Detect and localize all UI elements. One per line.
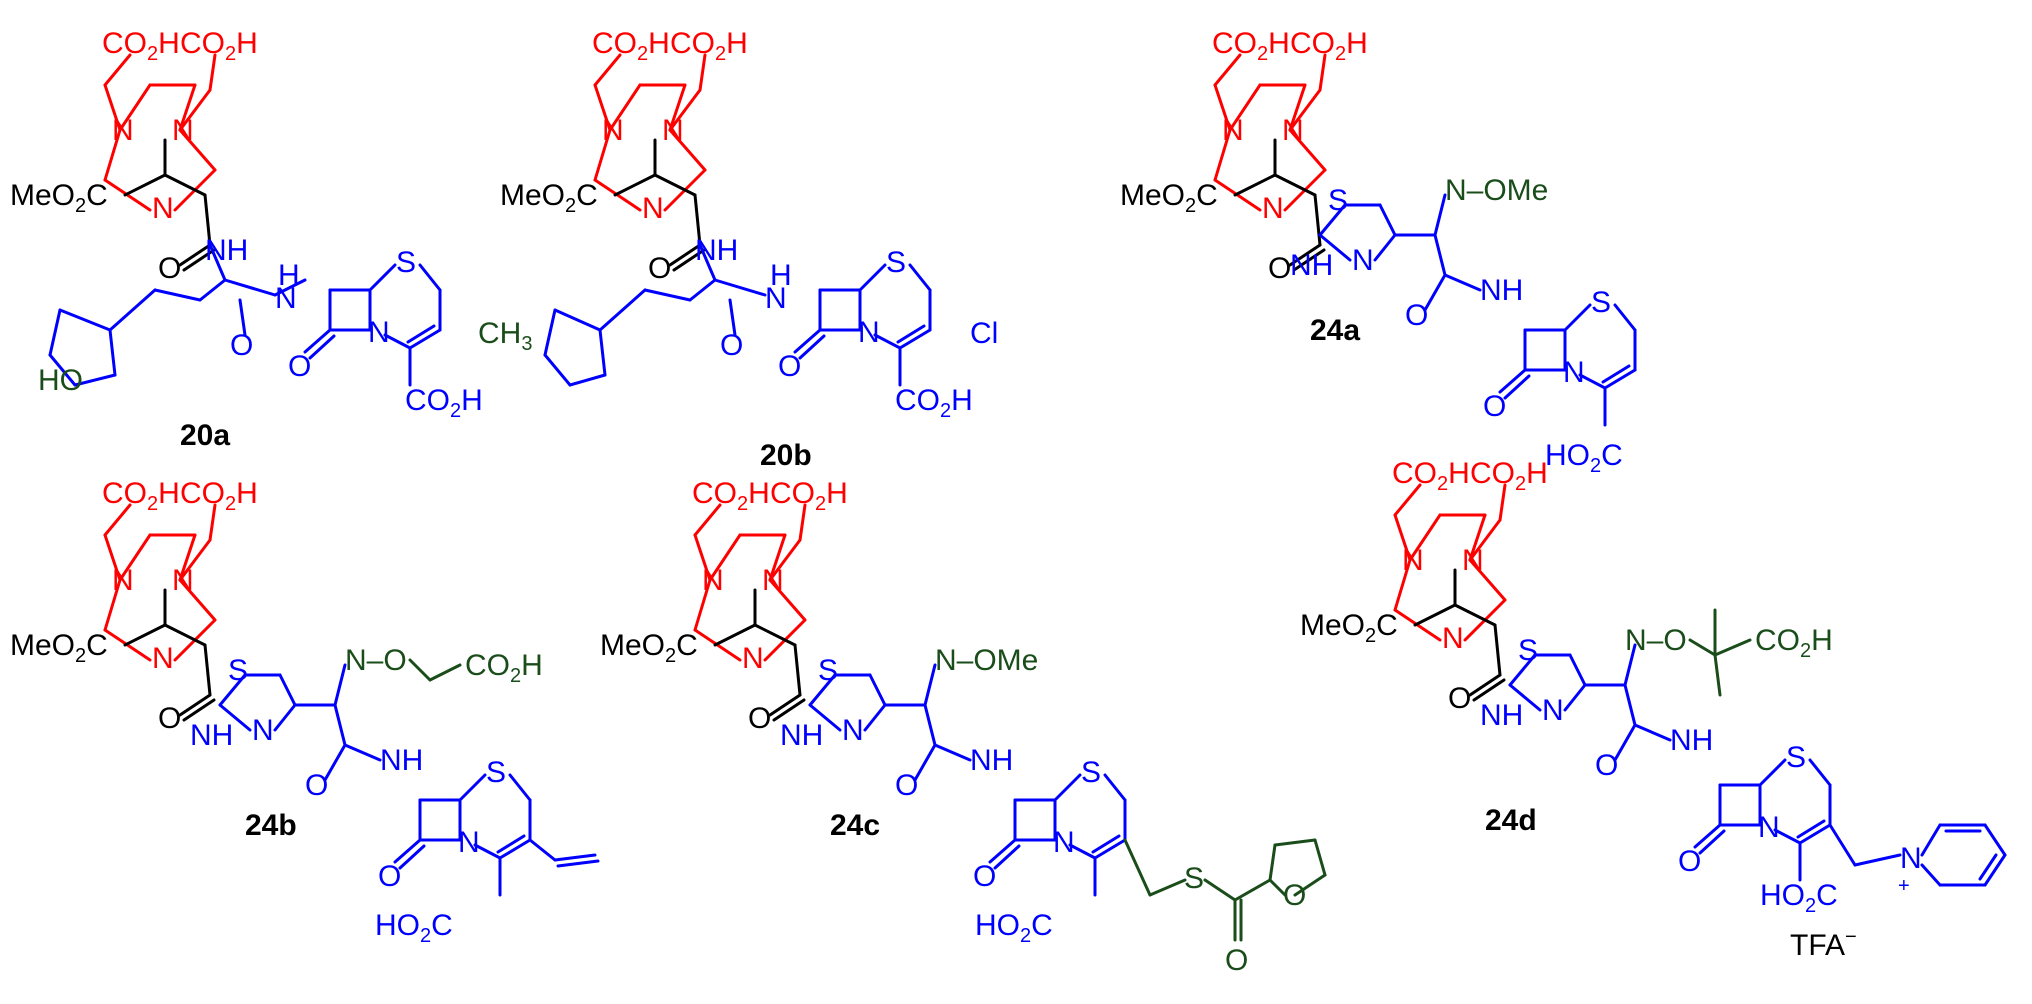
svg-text:HO2C: HO2C (375, 909, 453, 947)
label-24c: 24c (830, 809, 880, 842)
svg-text:N: N (1900, 842, 1922, 875)
svg-text:CO2H: CO2H (405, 384, 483, 422)
svg-text:NH: NH (695, 234, 738, 267)
label-24d: 24d (1485, 804, 1537, 837)
svg-text:CH3: CH3 (478, 317, 532, 355)
svg-text:H: H (770, 259, 792, 292)
svg-text:N–O: N–O (1625, 624, 1687, 657)
svg-text:NH: NH (205, 234, 248, 267)
compound-24a: N–OMe HO2C 24a (1118, 25, 1637, 477)
svg-text:N–OMe: N–OMe (935, 644, 1038, 677)
compound-20a: NH O H N CH3 CO2H HO 20a (8, 25, 532, 452)
label-20b: 20b (760, 439, 812, 472)
label-24b: 24b (245, 809, 297, 842)
compound-20b: NH O H N Cl CO2H 20b (498, 25, 998, 472)
svg-text:O: O (720, 329, 743, 362)
svg-text:TFA−: TFA− (1790, 926, 1857, 962)
svg-text:O: O (1225, 944, 1248, 977)
svg-text:O: O (230, 329, 253, 362)
svg-text:CO2H: CO2H (895, 384, 973, 422)
svg-text:S: S (1184, 862, 1204, 895)
svg-text:HO2C: HO2C (1760, 879, 1838, 917)
compound-24d: N–O CO2H N + HO2C TFA− 24d (1298, 455, 2007, 962)
svg-text:CO2H: CO2H (465, 649, 543, 687)
svg-text:CO2H: CO2H (1755, 624, 1833, 662)
svg-text:HO: HO (38, 364, 83, 397)
label-24a: 24a (1310, 314, 1360, 347)
svg-text:+: + (1898, 875, 1910, 897)
svg-text:H: H (278, 259, 300, 292)
svg-text:N: N (275, 282, 297, 315)
svg-text:HO2C: HO2C (975, 909, 1053, 947)
svg-text:N–O: N–O (345, 644, 407, 677)
svg-text:Cl: Cl (970, 317, 998, 350)
label-20a: 20a (180, 419, 230, 452)
compound-24c: N–OMe S O O HO2C 24c (598, 475, 1327, 977)
svg-text:O: O (1283, 879, 1306, 912)
svg-text:N–OMe: N–OMe (1445, 174, 1548, 207)
compound-24b: N–O CO2H HO2C 24b (8, 475, 600, 947)
svg-text:HO2C: HO2C (1545, 439, 1623, 477)
svg-text:N: N (765, 282, 787, 315)
